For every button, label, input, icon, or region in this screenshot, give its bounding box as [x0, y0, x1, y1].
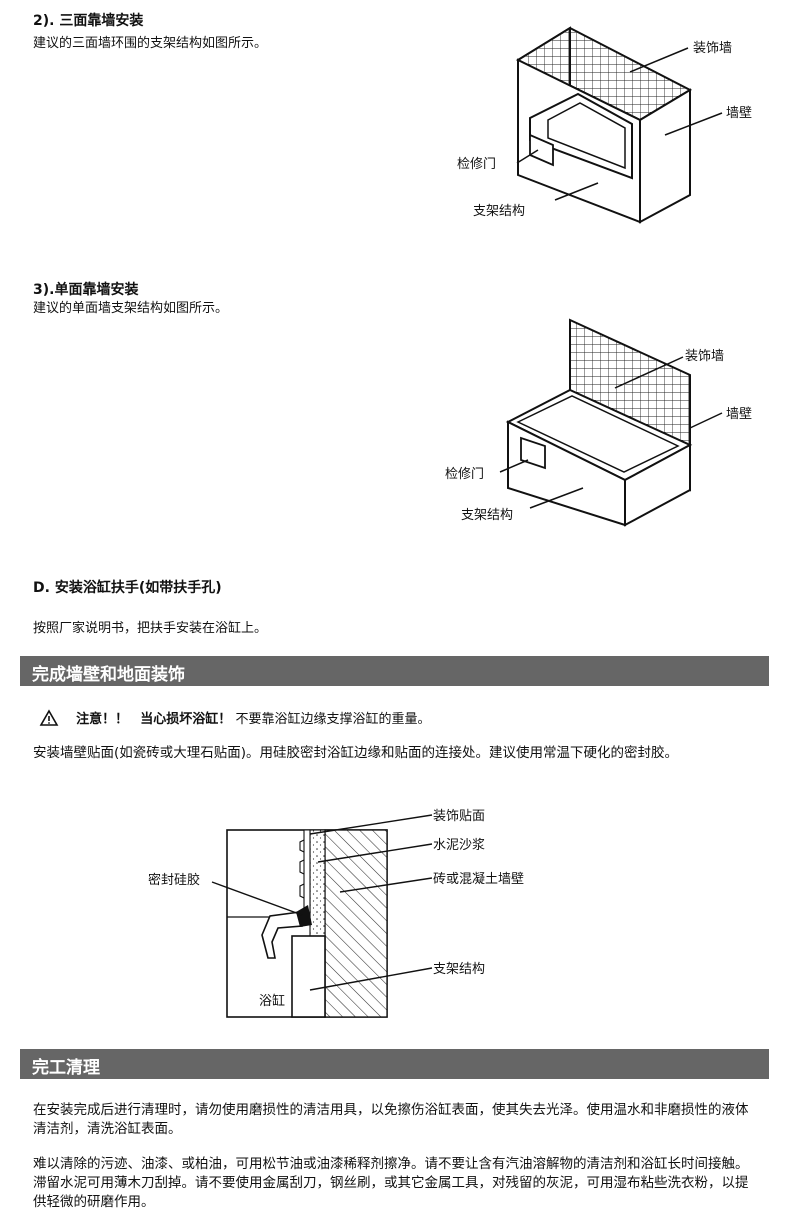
section-bar-title: 完工清理	[32, 1058, 100, 1078]
warning-label: 注意！！	[76, 712, 129, 727]
section-2-description: 建议的三面墙环围的支架结构如图所示。	[33, 36, 268, 51]
brick-wall-shape	[324, 829, 388, 1018]
section-d-description: 按照厂家说明书，把扶手安装在浴缸上。	[33, 621, 268, 636]
sealant-shape	[296, 905, 312, 927]
access-door-shape	[529, 133, 554, 167]
section-3-heading: 3).单面靠墙安装	[33, 282, 139, 298]
warning-line: 注意！！ 当心损坏浴缸！ 不要靠浴缸边缘支撑浴缸的重量。	[39, 708, 431, 727]
section-bar-title: 完成墙壁和地面装饰	[32, 665, 185, 685]
frame-shape	[291, 935, 326, 1018]
three-wall-diagram: 装饰墙 墙壁 检修门 支架结构	[457, 26, 752, 224]
label-access-door: 检修门	[457, 157, 496, 172]
cleanup-paragraph-2: 难以清除的污迹、油漆、或柏油，可用松节油或油漆稀释剂擦净。请不要让含有汽油溶解物…	[33, 1156, 749, 1210]
warning-text: 不要靠浴缸边缘支撑浴缸的重量。	[235, 712, 431, 727]
section-d-heading: D. 安装浴缸扶手(如带扶手孔)	[33, 580, 222, 596]
section-bar-cleanup: 完工清理	[20, 1049, 769, 1079]
label-deco-wall: 装饰墙	[693, 41, 732, 56]
label-frame: 支架结构	[461, 508, 513, 523]
cleanup-paragraph-1: 在安装完成后进行清理时，请勿使用磨损性的清洁用具，以免擦伤浴缸表面，使其失去光泽…	[33, 1102, 749, 1137]
label-access-door: 检修门	[445, 467, 484, 482]
section-3-description: 建议的单面墙支架结构如图所示。	[33, 301, 229, 316]
single-wall-diagram: 装饰墙 墙壁 检修门 支架结构	[445, 318, 752, 527]
label-veneer: 装饰贴面	[433, 809, 485, 824]
label-frame: 支架结构	[473, 204, 525, 219]
label-wall: 墙壁	[726, 407, 752, 422]
wall-finish-paragraph: 安装墙壁贴面(如瓷砖或大理石贴面)。用硅胶密封浴缸边缘和贴面的连接处。建议使用常…	[33, 745, 679, 761]
label-deco-wall: 装饰墙	[685, 349, 724, 364]
label-mortar: 水泥沙浆	[433, 838, 485, 853]
label-frame: 支架结构	[433, 962, 485, 977]
label-sealant: 密封硅胶	[148, 872, 200, 888]
label-brick-wall: 砖或混凝土墙壁	[433, 871, 524, 887]
section-bar-wall-floor: 完成墙壁和地面装饰	[20, 656, 769, 686]
label-tub: 浴缸	[259, 993, 285, 1009]
warning-emphasis: 当心损坏浴缸！	[140, 712, 232, 727]
warning-triangle-icon	[39, 709, 59, 726]
label-wall: 墙壁	[726, 106, 752, 121]
section-2-heading: 2). 三面靠墙安装	[33, 13, 144, 29]
wall-cross-section-diagram: 装饰贴面 水泥沙浆 砖或混凝土墙壁 密封硅胶 支架结构 浴缸	[148, 809, 524, 1018]
